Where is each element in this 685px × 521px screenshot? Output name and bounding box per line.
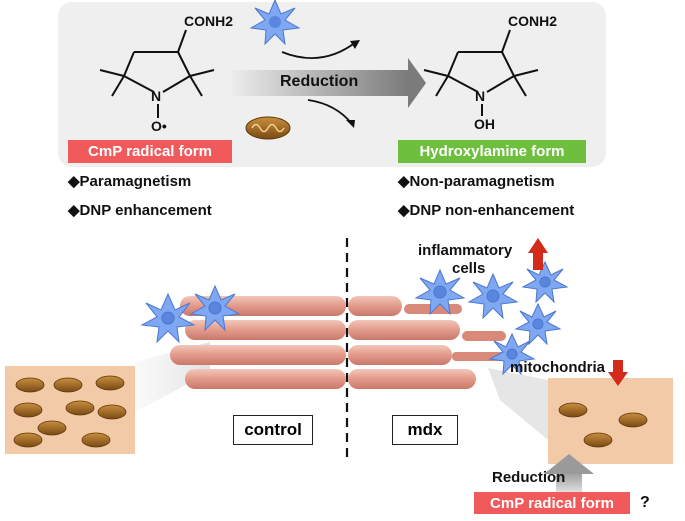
mitochondria-label: mitochondria (510, 359, 606, 376)
mitochondrion-icon (245, 116, 291, 140)
immune-cells-tissue (140, 260, 569, 376)
inflammatory-label: inflammatory (418, 242, 513, 259)
immune-cell-icon (249, 0, 301, 46)
right-bullet-1: ◆Non-paramagnetism (398, 173, 555, 190)
left-radical-o: O• (151, 118, 167, 134)
muscle-fibers (170, 296, 510, 389)
cells-label: cells (452, 260, 486, 277)
mdx-mitochondria (558, 402, 648, 448)
hydroxylamine-tag: Hydroxylamine form (398, 140, 586, 163)
bottom-reduction-label: Reduction (492, 469, 566, 486)
left-ring-n: N (151, 88, 162, 104)
right-bullet-2: ◆DNP non-enhancement (398, 202, 575, 219)
right-oh-label: OH (474, 116, 495, 132)
mdx-label: mdx (392, 415, 458, 445)
right-ring-n: N (475, 88, 486, 104)
control-mitochondria (13, 375, 127, 448)
curved-arrow-top-head (350, 40, 360, 49)
question-mark: ? (640, 494, 650, 511)
reduction-arrow (232, 58, 426, 108)
mdx-zoom-cone (488, 368, 548, 440)
increase-arrow-icon (528, 238, 548, 270)
curved-arrow-bottom-head (346, 120, 355, 128)
decrease-arrow-icon (608, 360, 628, 386)
bottom-cmp-radical-tag: CmP radical form (474, 492, 630, 514)
left-bullet-2: ◆DNP enhancement (68, 202, 212, 219)
cmp-radical-structure (99, 29, 215, 118)
reduction-label: Reduction (280, 73, 359, 90)
mdx-mito-panel (548, 378, 673, 464)
control-label: control (233, 415, 313, 445)
left-conh2-label: CONH2 (184, 13, 234, 29)
cmp-radical-tag: CmP radical form (68, 140, 232, 163)
curved-arrow-top (281, 41, 357, 59)
right-conh2-label: CONH2 (508, 13, 558, 29)
left-bullet-1: ◆Paramagnetism (68, 173, 192, 190)
hydroxylamine-structure (423, 29, 539, 116)
